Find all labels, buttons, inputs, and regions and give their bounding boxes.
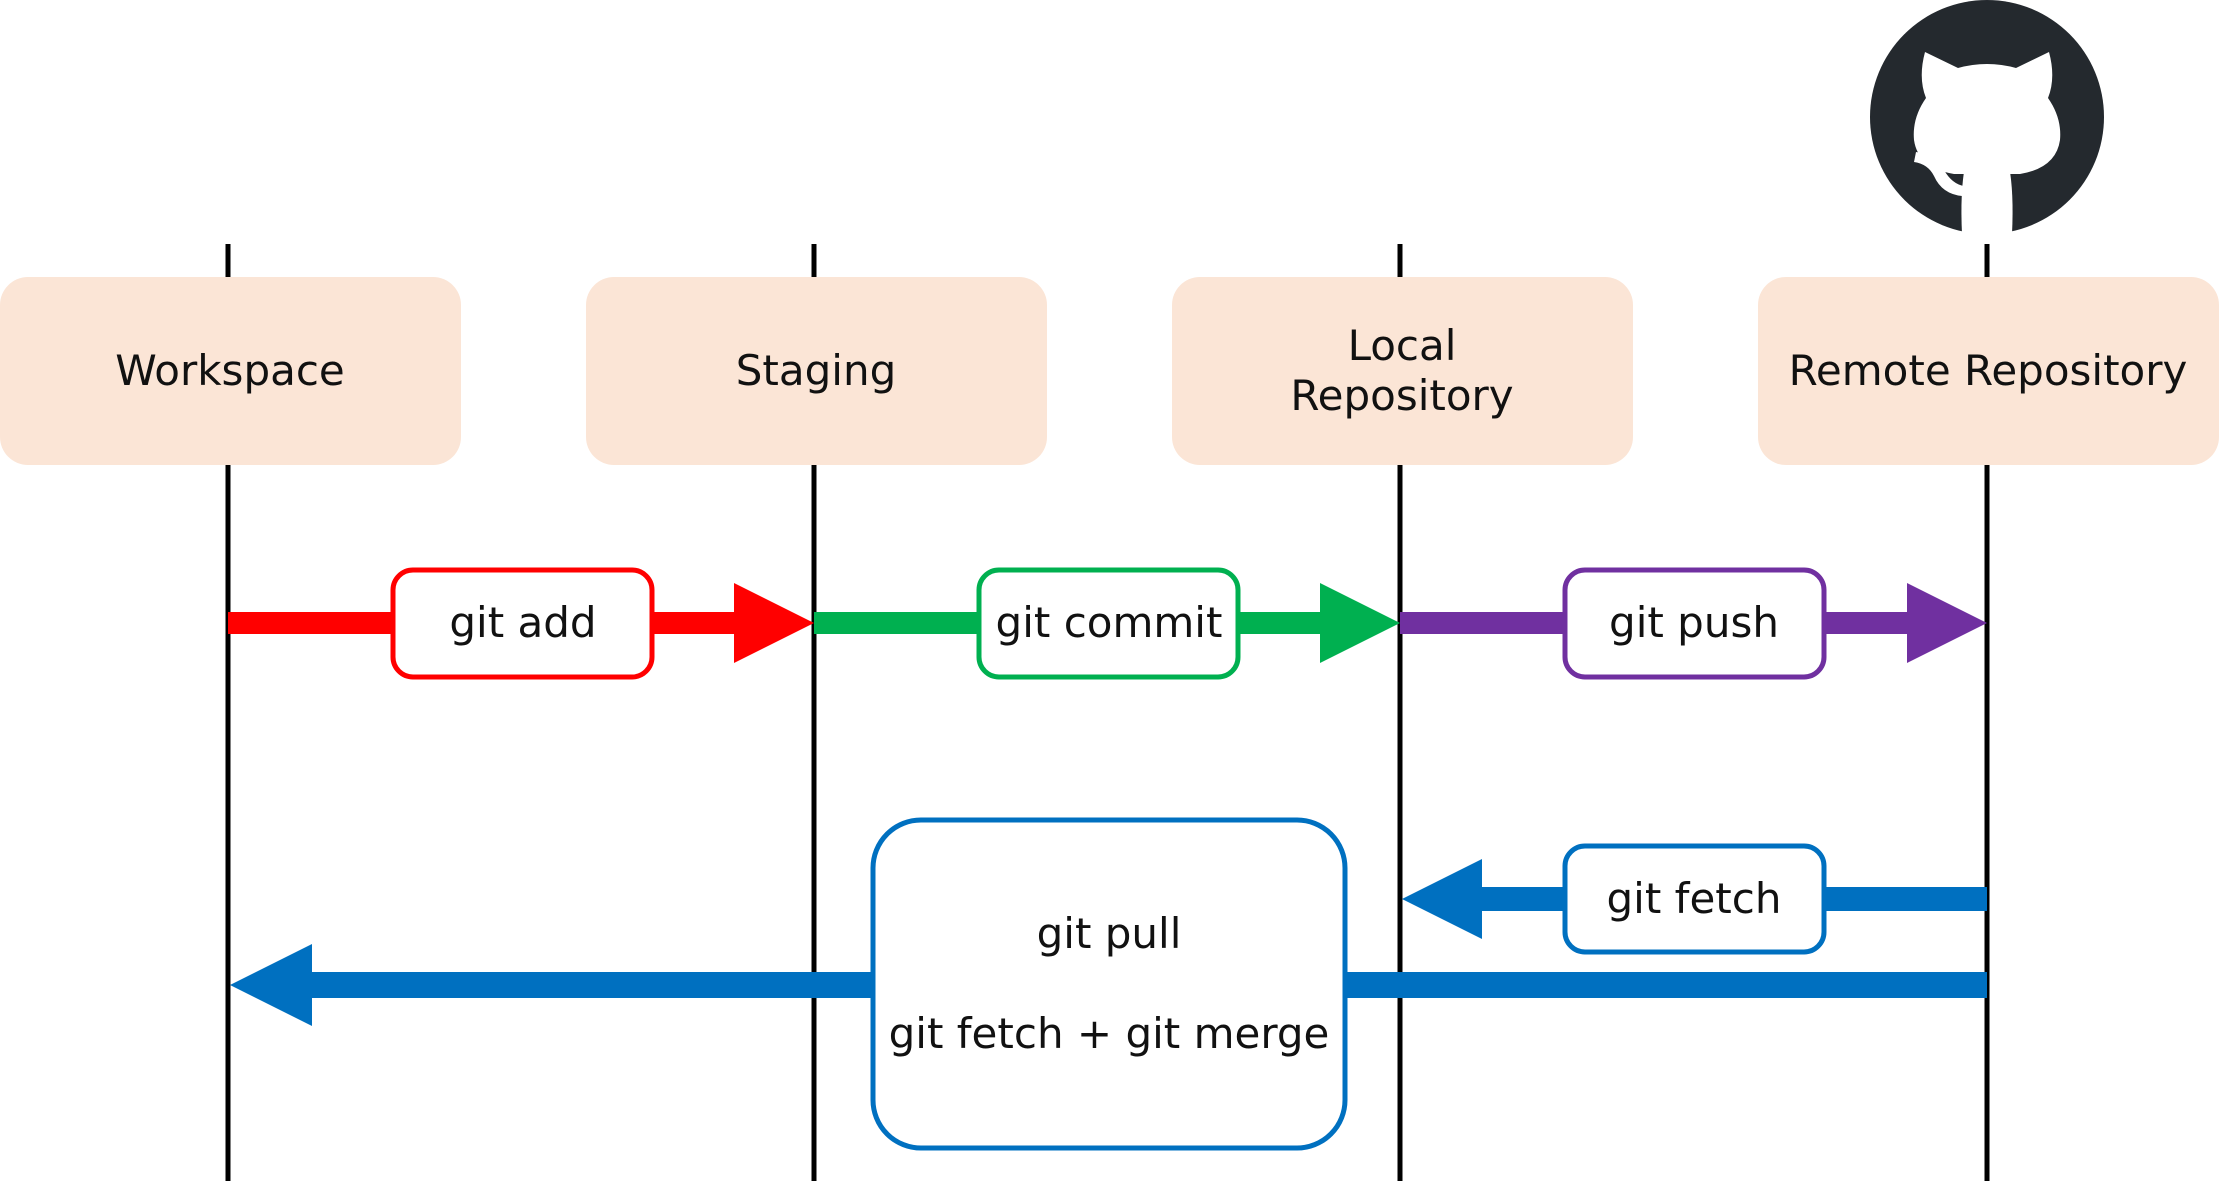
git-add-label: git add bbox=[449, 598, 596, 647]
remote-repository-header-label: Remote Repository bbox=[1789, 346, 2188, 395]
git-push-arrow-head bbox=[1907, 583, 1987, 663]
remote-repository-header-box bbox=[1758, 277, 2219, 465]
git-commit-box[interactable] bbox=[976, 567, 1241, 680]
workspace-header-label: Workspace bbox=[115, 346, 345, 395]
git-fetch-arrow: git fetch bbox=[1402, 843, 1987, 955]
local-repository-header-label-line2: Repository bbox=[1290, 371, 1513, 420]
staging-header-box bbox=[586, 277, 1047, 465]
git-commit-arrow: git commit bbox=[814, 567, 1400, 680]
git-commit-label: git commit bbox=[996, 598, 1223, 647]
git-fetch-arrow-head bbox=[1402, 859, 1482, 939]
local-repository-header: Local Repository bbox=[1172, 277, 1633, 465]
local-repository-header-label-line1: Local bbox=[1348, 321, 1457, 370]
git-push-label: git push bbox=[1609, 598, 1779, 647]
workspace-header-box bbox=[0, 277, 461, 465]
git-add-arrow: git add bbox=[228, 567, 814, 680]
git-fetch-box[interactable] bbox=[1562, 843, 1827, 955]
workspace-header: Workspace bbox=[0, 277, 461, 465]
remote-repository-header: Remote Repository bbox=[1758, 277, 2219, 465]
git-pull-label: git pull bbox=[1037, 909, 1182, 958]
staging-header-label: Staging bbox=[736, 346, 896, 395]
git-pull-arrow: git pull git fetch + git merge bbox=[230, 817, 1987, 1151]
git-pull-sublabel: git fetch + git merge bbox=[889, 1009, 1330, 1058]
git-push-box[interactable] bbox=[1562, 567, 1827, 680]
lane-headers: Workspace Staging Local Repository Remot… bbox=[0, 277, 2219, 465]
github-octocat-icon bbox=[1870, 0, 2104, 234]
git-commit-arrow-head bbox=[1320, 583, 1400, 663]
git-add-arrow-head bbox=[734, 583, 814, 663]
git-fetch-label: git fetch bbox=[1607, 874, 1782, 923]
local-repository-header-box bbox=[1172, 277, 1633, 465]
git-pull-box[interactable] bbox=[870, 817, 1348, 1151]
staging-header: Staging bbox=[586, 277, 1047, 465]
git-push-arrow: git push bbox=[1400, 567, 1987, 680]
git-add-box[interactable] bbox=[390, 567, 655, 680]
git-pull-arrow-head bbox=[230, 944, 312, 1026]
